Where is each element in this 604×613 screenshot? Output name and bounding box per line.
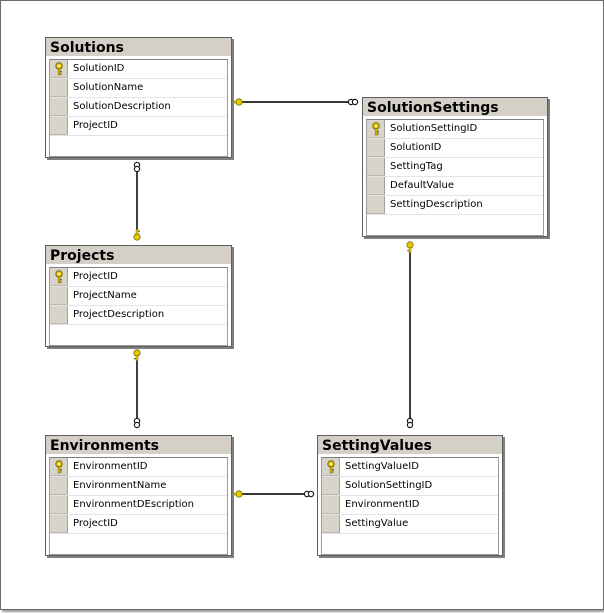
column-row[interactable]: SolutionSettingID <box>322 477 498 496</box>
row-selector[interactable] <box>322 458 340 476</box>
column-row[interactable]: SettingDescription <box>367 196 543 215</box>
column-name: SolutionSettingID <box>345 480 433 491</box>
column-row[interactable]: ProjectDescription <box>50 306 227 325</box>
row-selector[interactable] <box>322 496 340 514</box>
row-selector[interactable] <box>322 477 340 495</box>
column-list: SettingValueID SolutionSettingID Environme… <box>321 457 499 555</box>
column-name: SolutionID <box>73 63 125 74</box>
table-title[interactable]: SettingValues <box>318 436 502 455</box>
one-end-key-icon <box>231 98 243 106</box>
one-end-key-icon <box>231 490 243 498</box>
column-name: SolutionDescription <box>73 101 171 112</box>
row-selector[interactable] <box>50 79 68 97</box>
column-name: SettingValue <box>345 518 409 529</box>
column-name: EnvironmentID <box>345 499 420 510</box>
row-selector[interactable] <box>367 120 385 138</box>
column-row[interactable]: EnvironmentID <box>322 496 498 515</box>
primary-key-icon <box>327 460 335 474</box>
row-selector[interactable] <box>367 139 385 157</box>
row-selector[interactable] <box>50 496 68 514</box>
column-row[interactable]: ProjectID <box>50 515 227 534</box>
column-row[interactable]: SolutionName <box>50 79 227 98</box>
row-selector[interactable] <box>50 98 68 116</box>
column-name: ProjectID <box>73 518 118 529</box>
column-row[interactable]: EnvironmentDEscription <box>50 496 227 515</box>
row-selector[interactable] <box>50 268 68 286</box>
column-name: EnvironmentDEscription <box>73 499 194 510</box>
row-selector[interactable] <box>367 177 385 195</box>
empty-row <box>50 136 227 156</box>
column-row[interactable]: SolutionSettingID <box>367 120 543 139</box>
column-name: SettingValueID <box>345 461 419 472</box>
column-row[interactable]: DefaultValue <box>367 177 543 196</box>
row-selector[interactable] <box>50 60 68 78</box>
table-title[interactable]: Projects <box>46 246 231 265</box>
empty-row <box>50 325 227 345</box>
column-name: ProjectID <box>73 271 118 282</box>
table-settingvalues[interactable]: SettingValues SettingValueID SolutionSett… <box>317 435 503 556</box>
primary-key-icon <box>55 460 63 474</box>
column-name: DefaultValue <box>390 180 454 191</box>
column-name: SettingTag <box>390 161 443 172</box>
table-title[interactable]: Environments <box>46 436 231 455</box>
one-end-key-icon <box>133 229 141 241</box>
one-end-key-icon <box>133 349 141 361</box>
column-name: SettingDescription <box>390 199 483 210</box>
column-row[interactable]: ProjectID <box>50 268 227 287</box>
row-selector[interactable] <box>367 196 385 214</box>
row-selector[interactable] <box>322 515 340 533</box>
column-row[interactable]: ProjectID <box>50 117 227 136</box>
table-title[interactable]: SolutionSettings <box>363 98 547 117</box>
column-row[interactable]: SolutionID <box>367 139 543 158</box>
column-row[interactable]: EnvironmentID <box>50 458 227 477</box>
row-selector[interactable] <box>50 117 68 135</box>
one-end-key-icon <box>406 241 414 253</box>
column-row[interactable]: SettingValueID <box>322 458 498 477</box>
column-name: EnvironmentName <box>73 480 167 491</box>
many-end-icon <box>406 421 414 429</box>
column-row[interactable]: SettingValue <box>322 515 498 534</box>
column-name: ProjectName <box>73 290 137 301</box>
column-row[interactable]: EnvironmentName <box>50 477 227 496</box>
row-selector[interactable] <box>50 477 68 495</box>
table-title[interactable]: Solutions <box>46 38 231 57</box>
column-row[interactable]: SettingTag <box>367 158 543 177</box>
column-name: EnvironmentID <box>73 461 148 472</box>
column-row[interactable]: SolutionID <box>50 60 227 79</box>
primary-key-icon <box>55 62 63 76</box>
empty-row <box>367 215 543 235</box>
many-end-icon <box>351 98 359 106</box>
many-end-icon <box>133 421 141 429</box>
table-environments[interactable]: Environments EnvironmentID EnvironmentNam… <box>45 435 232 556</box>
column-name: ProjectDescription <box>73 309 165 320</box>
column-row[interactable]: ProjectName <box>50 287 227 306</box>
many-end-icon <box>133 165 141 173</box>
row-selector[interactable] <box>50 515 68 533</box>
empty-row <box>322 534 498 554</box>
primary-key-icon <box>55 270 63 284</box>
row-selector[interactable] <box>50 306 68 324</box>
column-row[interactable]: SolutionDescription <box>50 98 227 117</box>
row-selector[interactable] <box>50 287 68 305</box>
row-selector[interactable] <box>367 158 385 176</box>
column-name: ProjectID <box>73 120 118 131</box>
primary-key-icon <box>372 122 380 136</box>
column-name: SolutionID <box>390 142 442 153</box>
column-name: SolutionName <box>73 82 144 93</box>
row-selector[interactable] <box>50 458 68 476</box>
column-name: SolutionSettingID <box>390 123 478 134</box>
many-end-icon <box>307 490 315 498</box>
empty-row <box>50 534 227 554</box>
